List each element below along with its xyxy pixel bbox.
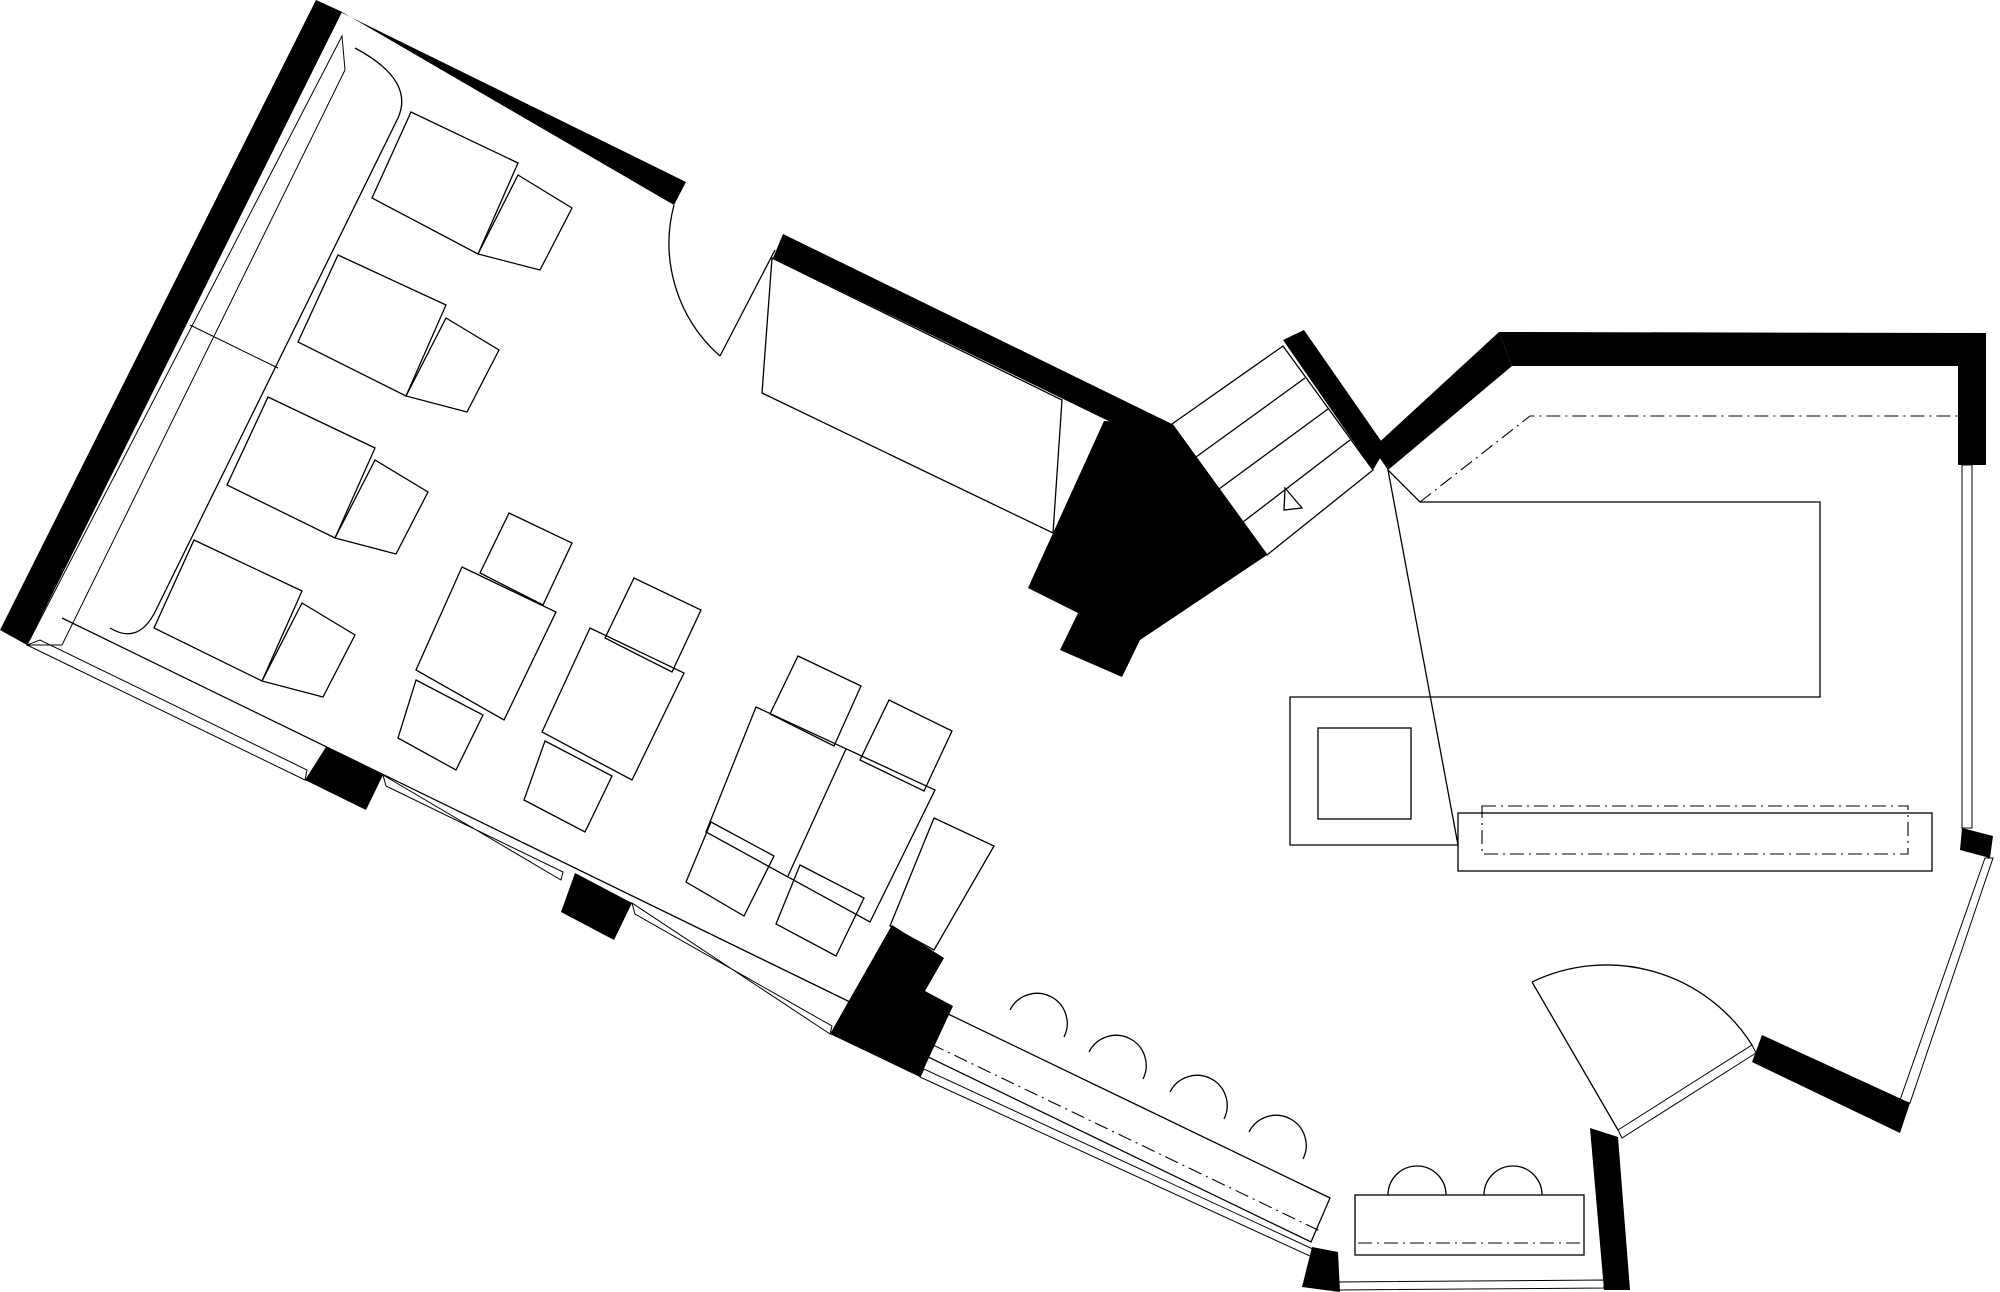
four-top-chair-s2 — [775, 864, 865, 957]
four-top-chair-n1 — [769, 655, 862, 747]
wall-southeast — [1752, 1035, 1910, 1133]
entry-door — [1531, 964, 1753, 1131]
lounge-chair-1 — [477, 174, 573, 271]
two-top-table-2 — [541, 627, 685, 781]
wall-north-middle — [773, 234, 1172, 446]
bar-stool-1 — [1009, 992, 1068, 1038]
stair-step-3 — [1242, 439, 1351, 523]
four-top-chair-n2 — [859, 699, 953, 792]
window-east-lower — [1899, 857, 1994, 1104]
side-door-swing — [668, 204, 721, 357]
four-top-table — [705, 706, 936, 923]
bench-outline — [109, 47, 403, 635]
bar-overhang-line — [1419, 415, 1958, 503]
bar-counter — [1289, 468, 1821, 846]
four-top-table-seam — [787, 748, 847, 877]
window-southwest-2 — [382, 773, 564, 881]
bench-front-edge — [61, 617, 851, 1003]
back-bar-shelf — [1481, 805, 1909, 855]
lounge-chair-3 — [334, 459, 429, 555]
window-southwest-3 — [631, 901, 833, 1035]
stair — [1171, 345, 1374, 556]
lounge-tables — [153, 111, 573, 698]
south-counter — [1354, 1165, 1585, 1256]
lounge-table-4 — [153, 539, 303, 682]
bar-stool-3 — [1169, 1074, 1228, 1120]
window-bar — [923, 992, 1331, 1243]
back-counter-north — [761, 256, 1063, 535]
side-door — [668, 204, 776, 357]
window-south-bottom — [1337, 1279, 1605, 1291]
pier-southwest-1 — [305, 747, 383, 810]
lounge-table-1 — [371, 111, 519, 255]
lounge-chair-2 — [405, 317, 500, 413]
wall-south-corner — [1302, 1247, 1340, 1292]
side-door-leaf — [719, 249, 776, 357]
wall-east-corner — [1960, 828, 1993, 858]
windows — [25, 34, 1994, 1291]
window-south — [919, 1068, 1316, 1258]
two-top-chair-1a — [479, 512, 573, 606]
window-bar-overhang — [930, 1043, 1321, 1232]
wall-northwest — [0, 0, 342, 645]
bar-stool-4 — [1248, 1114, 1307, 1160]
lounge-bench — [61, 47, 851, 1003]
stair-step-2 — [1218, 408, 1329, 490]
main-bar — [1289, 415, 1958, 872]
side-console — [889, 817, 995, 951]
window-mullion-1 — [189, 324, 279, 369]
counter-stool-1 — [1387, 1165, 1447, 1196]
central-column — [1028, 421, 1267, 677]
window-bar-counter — [923, 1011, 1331, 1243]
window-entry — [1617, 1044, 1757, 1139]
two-top-chair-1b — [397, 679, 484, 771]
window-northwest — [26, 34, 346, 646]
bar-stool-2 — [1088, 1034, 1147, 1080]
two-top-chair-2a — [604, 577, 702, 673]
lounge-table-3 — [226, 396, 376, 539]
wall-east-top — [1499, 332, 1986, 366]
entry-door-leaf — [1531, 981, 1619, 1131]
column-south — [830, 925, 953, 1077]
wall-stair-side — [1283, 330, 1386, 470]
counter-stool-2 — [1483, 1165, 1543, 1196]
two-top-tables — [397, 512, 702, 833]
two-top-chair-2b — [523, 740, 613, 833]
pier-southwest-2 — [561, 873, 632, 940]
wall-south-post — [1590, 1128, 1630, 1290]
wall-east-post — [1958, 333, 1986, 465]
window-southwest-1 — [25, 639, 308, 781]
bar-equipment-square — [1317, 727, 1412, 820]
two-top-table-1 — [415, 566, 557, 721]
stair-outline — [1171, 345, 1374, 556]
four-top-table — [685, 655, 995, 957]
stair-step-1 — [1195, 377, 1306, 458]
entry-door-swing — [1531, 964, 1753, 1046]
stair-arrow-icon — [1283, 486, 1304, 511]
lounge-chair-4 — [261, 602, 356, 698]
four-top-chair-s1 — [685, 821, 775, 917]
wall-northeast-diagonal — [1373, 332, 1512, 470]
back-bar-counter — [1457, 812, 1933, 872]
window-east — [1961, 464, 1973, 829]
south-counter-top — [1354, 1194, 1585, 1256]
wall-north-upper — [316, 0, 686, 205]
